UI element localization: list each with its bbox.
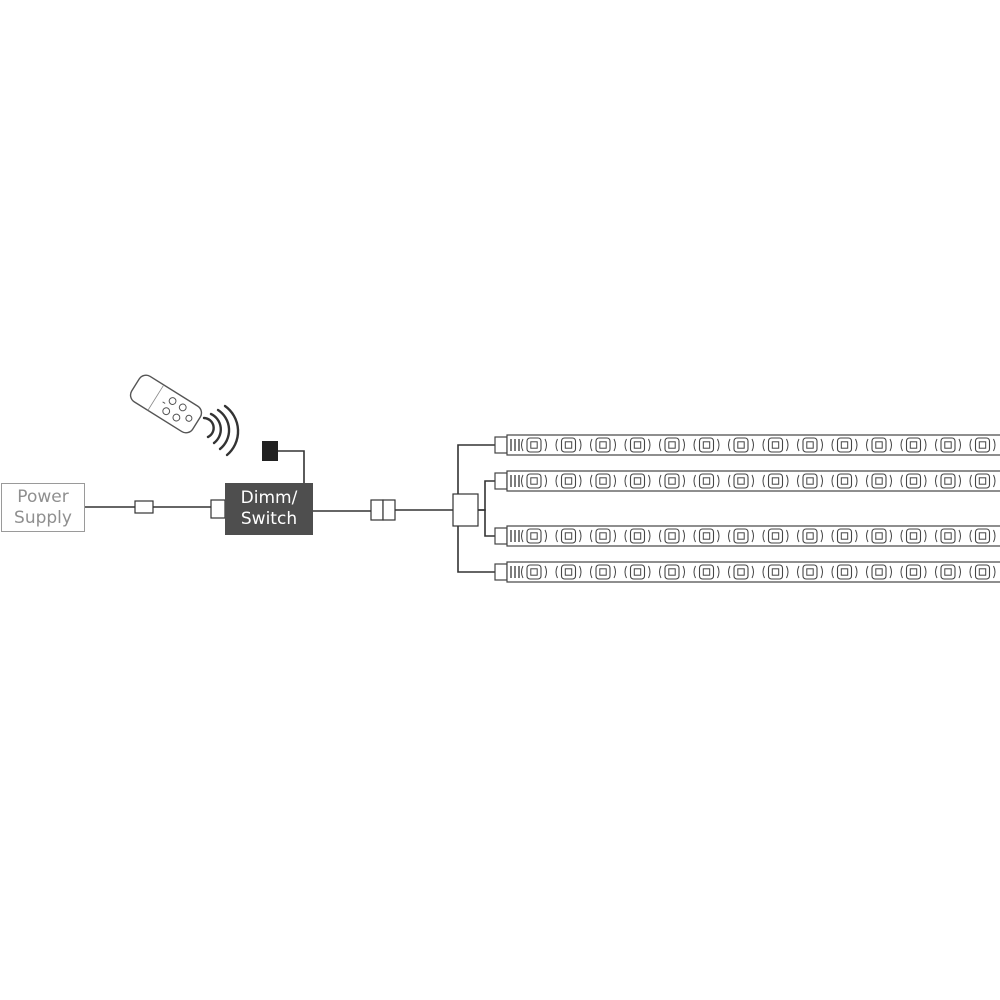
led-chip-icon [797,473,823,489]
led-chip-icon [866,473,892,489]
led-chip-icon [969,437,996,453]
led-strips [494,434,1000,583]
led-chip-icon [762,528,789,544]
led-chip-icon [659,473,685,489]
led-chip-icon [935,528,961,544]
led-chip-icon [969,528,996,544]
led-chip-icon [762,564,789,580]
dimmer-switch-box: Dimm/ Switch [225,483,313,535]
strip-connector-icon [494,563,508,581]
led-strip-icon [494,470,1000,492]
led-chip-icon [762,437,789,453]
dimmer-label-line2: Switch [240,509,298,529]
led-chip-icon [693,437,720,453]
splitter-icon [452,493,479,527]
dimmer-label-line1: Dimm/ [240,488,298,508]
inline-connector-icon [370,499,396,521]
led-chip-icon [555,437,582,453]
led-chip-icon [969,473,996,489]
led-chip-icon [866,528,892,544]
ir-receiver-icon [262,441,278,461]
strip-connector-icon [494,527,508,545]
led-chip-icon [590,564,616,580]
led-chip-icon [590,473,616,489]
led-chip-icon [659,528,685,544]
led-chip-icon [521,564,547,580]
led-chip-icon [693,528,720,544]
led-chip-icon [590,528,616,544]
led-chip-icon [659,564,685,580]
led-chip-icon [797,437,823,453]
led-chip-icon [935,564,961,580]
led-chip-icon [624,528,651,544]
led-chip-icon [797,564,823,580]
led-strip-icon [494,525,1000,547]
led-chip-icon [797,528,823,544]
led-chip-icon [935,473,961,489]
remote-control-icon [129,374,203,434]
led-chip-icon [693,564,720,580]
led-chip-icon [521,473,547,489]
led-chip-icon [693,473,720,489]
led-strip-icon [494,434,1000,456]
led-chip-icon [831,437,858,453]
led-chip-icon [762,473,789,489]
dimmer-input-plug-icon [210,499,226,519]
power-supply-label-line1: Power [17,486,69,507]
led-chip-icon [624,437,651,453]
led-chip-icon [728,473,754,489]
led-chip-icon [900,437,927,453]
led-chip-icon [831,473,858,489]
led-chip-icon [521,528,547,544]
led-chip-icon [728,528,754,544]
led-chip-icon [521,437,547,453]
led-chip-icon [969,564,996,580]
led-chip-icon [831,564,858,580]
led-strip-icon [494,561,1000,583]
led-chip-icon [728,437,754,453]
led-chip-icon [624,473,651,489]
splitter-branch-wires [457,444,495,573]
led-chip-icon [900,473,927,489]
led-chip-icon [728,564,754,580]
led-chip-icon [900,528,927,544]
wireless-signal-icon [202,404,240,457]
strip-connector-icon [494,436,508,454]
led-chip-icon [624,564,651,580]
led-chip-icon [866,564,892,580]
led-chip-icon [555,564,582,580]
led-chip-icon [555,473,582,489]
inline-connector-icon [134,500,154,514]
led-chip-icon [866,437,892,453]
led-chip-icon [590,437,616,453]
led-chip-icon [831,528,858,544]
power-supply-box: Power Supply [1,483,85,532]
strip-connector-icon [494,472,508,490]
led-chip-icon [555,528,582,544]
power-supply-label-line2: Supply [14,507,72,528]
led-chip-icon [935,437,961,453]
ir-receiver-wire [278,450,305,483]
led-chip-icon [900,564,927,580]
led-chip-icon [659,437,685,453]
